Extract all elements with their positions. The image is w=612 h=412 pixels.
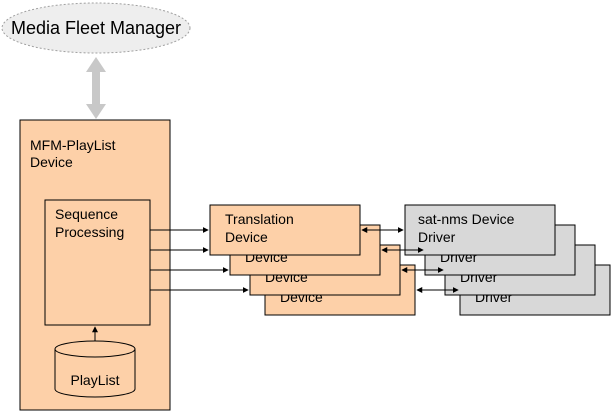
translation-device-label-1b: Device bbox=[225, 229, 268, 245]
translation-device-label-1a: Translation bbox=[225, 211, 294, 227]
media-fleet-manager-label: Media Fleet Manager bbox=[11, 18, 181, 38]
driver-box-1 bbox=[404, 204, 556, 256]
sequence-processing-box bbox=[44, 199, 151, 326]
sequence-processing-label-line2: Processing bbox=[55, 224, 124, 240]
sequence-processing-label-line1: Sequence bbox=[55, 206, 118, 222]
playlist-device-label-line1: MFM-PlayList bbox=[30, 137, 116, 153]
playlist-database bbox=[54, 340, 136, 398]
manager-link-arrow bbox=[86, 57, 106, 119]
playlist-device-label-line2: Device bbox=[30, 154, 73, 170]
media-fleet-manager-node bbox=[1, 2, 191, 54]
playlist-database-label: PlayList bbox=[70, 372, 119, 388]
translation-device-box-1 bbox=[209, 204, 361, 256]
driver-label-1a: sat-nms Device bbox=[418, 211, 515, 227]
driver-label-1b: Driver bbox=[418, 229, 456, 245]
